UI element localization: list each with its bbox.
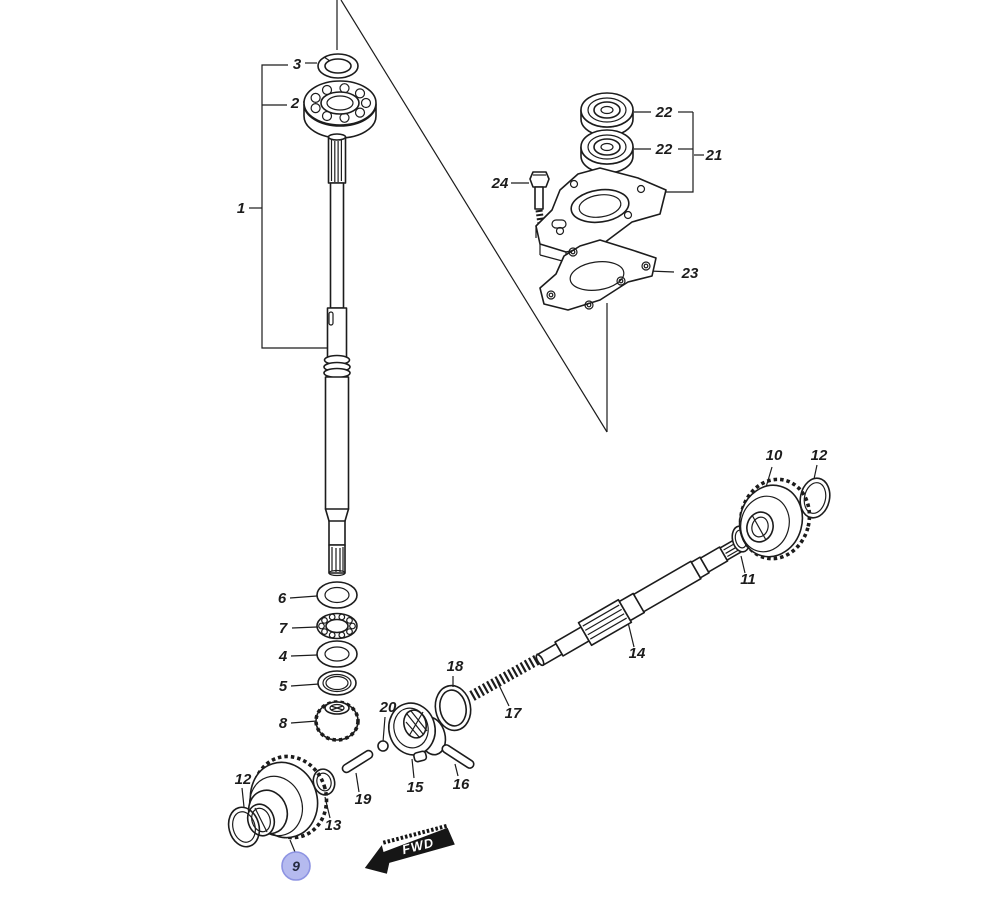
callout-16: 16 bbox=[453, 776, 470, 793]
callout-12-right: 12 bbox=[811, 447, 828, 464]
callout-22-bottom: 22 bbox=[655, 141, 673, 158]
callout-labels: 1 2 3 4 5 6 7 8 10 11 12 12 13 14 15 16 … bbox=[235, 56, 828, 834]
callout-17: 17 bbox=[505, 705, 522, 722]
callout-1: 1 bbox=[237, 200, 245, 217]
callout-2: 2 bbox=[290, 95, 300, 112]
callout-3: 3 bbox=[293, 56, 302, 73]
ball-bearing-part-2 bbox=[303, 80, 377, 139]
ring-part-13 bbox=[312, 768, 336, 796]
callout-9[interactable]: 9 bbox=[292, 858, 300, 874]
callout-12-left: 12 bbox=[235, 771, 252, 788]
callout-19: 19 bbox=[355, 791, 372, 808]
o-ring-part-18 bbox=[434, 684, 472, 732]
gasket-part-23 bbox=[539, 239, 657, 311]
pin-part-19 bbox=[341, 749, 374, 774]
oil-seal-part-22-bottom bbox=[580, 129, 634, 174]
pin-part-16 bbox=[441, 744, 475, 769]
housing-plate-part-21 bbox=[535, 167, 667, 263]
washer-part-5 bbox=[317, 670, 357, 696]
callout-7: 7 bbox=[279, 620, 288, 637]
callout-10: 10 bbox=[766, 447, 783, 464]
circlip-part-3 bbox=[317, 53, 359, 79]
clutch-dog-part-15 bbox=[388, 702, 447, 763]
spring-part-17 bbox=[469, 653, 543, 701]
leader-lines bbox=[241, 62, 818, 853]
callout-18: 18 bbox=[447, 658, 464, 675]
callout-9-highlight-circle[interactable] bbox=[281, 851, 311, 881]
callout-20: 20 bbox=[379, 699, 397, 716]
washer-part-6 bbox=[316, 581, 358, 609]
callout-11: 11 bbox=[740, 571, 756, 588]
callout-15: 15 bbox=[407, 779, 424, 796]
o-ring-part-12-right bbox=[799, 477, 831, 519]
callout-6: 6 bbox=[278, 590, 287, 607]
bracket-part-1 bbox=[249, 64, 328, 349]
callout-22-top: 22 bbox=[655, 104, 673, 121]
oil-seal-part-22-top bbox=[580, 92, 634, 137]
washer-part-4 bbox=[316, 640, 358, 668]
highlighted-callout-9[interactable]: 9 bbox=[281, 851, 311, 881]
callout-23: 23 bbox=[681, 265, 699, 282]
ball-part-20 bbox=[377, 740, 389, 752]
callout-13: 13 bbox=[325, 817, 342, 834]
driveshaft-part-1 bbox=[323, 133, 351, 577]
bevel-gear-part-10 bbox=[738, 477, 812, 561]
thrust-bearing-part-7 bbox=[316, 612, 358, 640]
o-ring-part-12-left bbox=[227, 806, 261, 848]
callout-4: 4 bbox=[278, 648, 288, 665]
callout-21: 21 bbox=[705, 147, 723, 164]
callout-24: 24 bbox=[491, 175, 509, 192]
callout-14: 14 bbox=[629, 645, 646, 662]
propeller-shaft-part-14 bbox=[535, 535, 749, 667]
pinion-gear-part-8 bbox=[314, 700, 360, 742]
fwd-direction-arrow: FWD bbox=[364, 823, 455, 874]
callout-5: 5 bbox=[279, 678, 288, 695]
callout-8: 8 bbox=[279, 715, 288, 732]
